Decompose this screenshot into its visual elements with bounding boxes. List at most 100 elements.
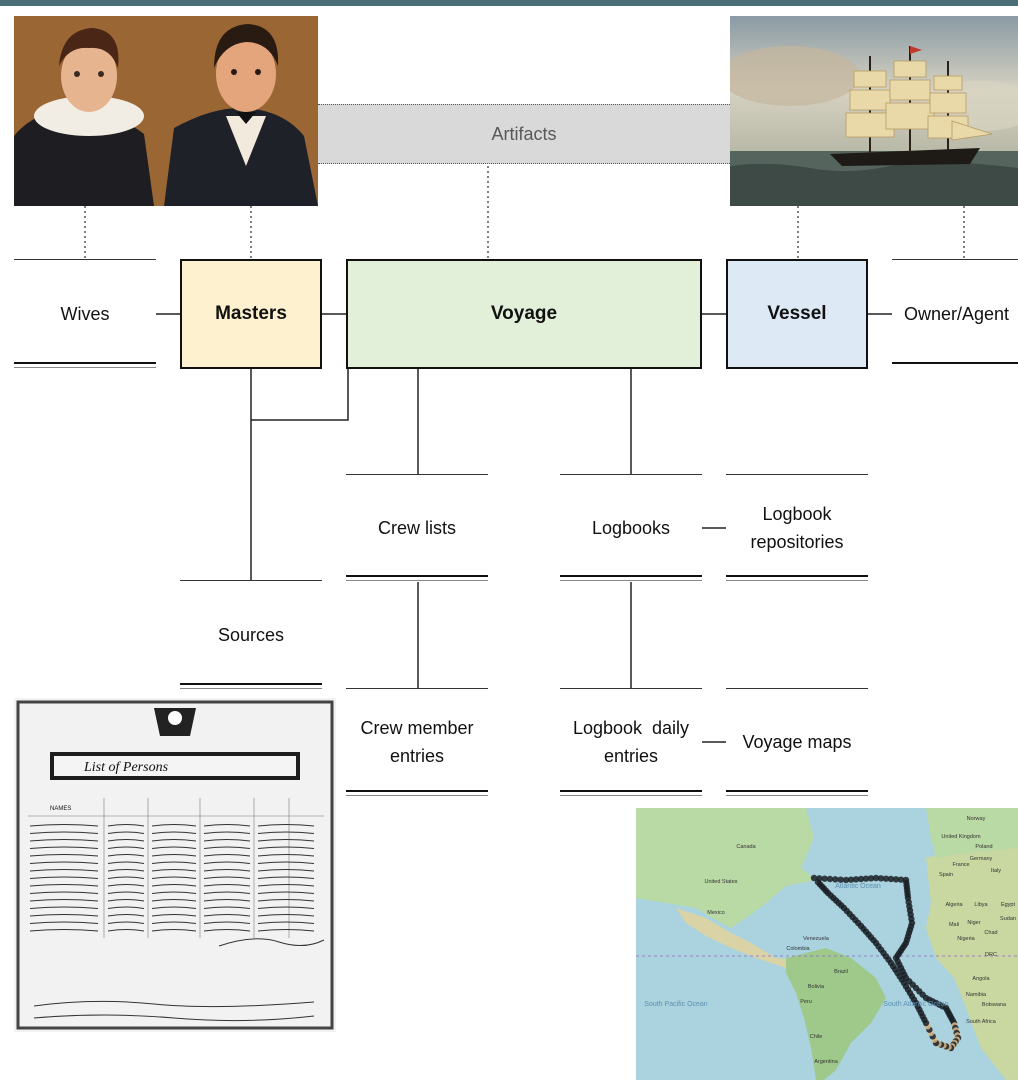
- handwriting-stroke: [151, 854, 197, 857]
- handwriting-stroke: [107, 831, 145, 834]
- map-place-label: Atlantic Ocean: [835, 883, 881, 890]
- crew-list-header: NAMES: [50, 806, 71, 812]
- masters-label: Masters: [215, 303, 287, 324]
- track-point: [857, 875, 865, 883]
- sources-node: Sources: [180, 580, 322, 689]
- map-place-label: Norway: [967, 816, 986, 822]
- voyage-maps-node: Voyage maps: [726, 688, 868, 796]
- track-point: [810, 874, 818, 882]
- map-place-label: Egypt: [1001, 902, 1016, 908]
- vessel-entity-box: Vessel: [726, 259, 868, 369]
- track-point: [821, 875, 828, 882]
- voyage-entity-box: Voyage: [346, 259, 702, 369]
- map-place-label: Canada: [736, 844, 756, 850]
- map-place-label: Sudan: [1000, 916, 1016, 922]
- handwriting-stroke: [257, 929, 315, 932]
- handwriting-stroke: [203, 824, 251, 827]
- owner-agent-node: Owner/Agent: [892, 259, 1018, 367]
- vessel-label: Vessel: [767, 303, 827, 324]
- handwriting-stroke: [29, 899, 99, 902]
- handwriting-stroke: [257, 831, 315, 834]
- track-point: [887, 875, 895, 883]
- handwriting-stroke: [107, 869, 145, 872]
- track-point: [897, 876, 905, 883]
- handwriting-stroke: [257, 846, 315, 849]
- portrait-painting: [14, 16, 318, 206]
- track-point: [826, 875, 834, 883]
- handwriting-stroke: [151, 929, 197, 932]
- map-place-label: Brazil: [834, 969, 848, 975]
- artifacts-band: Artifacts: [318, 104, 730, 164]
- handwriting-stroke: [107, 861, 145, 864]
- map-place-label: Namibia: [966, 992, 987, 998]
- ship-illustration: [730, 16, 1018, 206]
- map-place-label: Spain: [939, 872, 953, 878]
- handwriting-stroke: [151, 846, 197, 849]
- handwriting-stroke: [151, 899, 197, 902]
- logbook-daily-entries-node: Logbook daily entries: [560, 688, 702, 796]
- map-place-label: Italy: [991, 868, 1001, 874]
- logbook-repositories-node: Logbook repositories: [726, 474, 868, 581]
- map-place-label: Bolivia: [808, 984, 825, 990]
- handwriting-stroke: [203, 831, 251, 834]
- handwriting-stroke: [29, 906, 99, 909]
- ship-painting: [730, 16, 1018, 206]
- masters-entity-box: Masters: [180, 259, 322, 369]
- map-place-label: Poland: [975, 844, 992, 850]
- map-place-label: United Kingdom: [941, 834, 981, 840]
- handwriting-stroke: [29, 914, 99, 917]
- handwriting-stroke: [107, 929, 145, 932]
- track-point: [842, 876, 850, 884]
- handwriting-stroke: [257, 921, 315, 924]
- handwriting-stroke: [257, 876, 315, 879]
- crew-member-entries-label: Crew member entries: [360, 718, 474, 766]
- handwriting-stroke: [203, 899, 251, 902]
- handwriting-stroke: [257, 906, 315, 909]
- handwriting-stroke: [203, 914, 251, 917]
- handwriting-stroke: [29, 831, 99, 834]
- handwriting-stroke: [29, 891, 99, 894]
- handwriting-stroke: [29, 884, 99, 887]
- voyage-label: Voyage: [490, 303, 558, 324]
- logbooks-node: Logbooks: [560, 474, 702, 581]
- top-rule: [0, 0, 1018, 6]
- map-place-label: South Atlantic Ocean: [883, 1001, 948, 1008]
- handwriting-stroke: [107, 846, 145, 849]
- map-place-label: Libya: [974, 902, 988, 908]
- handwriting-stroke: [151, 906, 197, 909]
- crew-list-document: List of Persons NAMES: [14, 698, 336, 1032]
- handwriting-stroke: [29, 824, 99, 827]
- handwriting-stroke: [203, 854, 251, 857]
- handwriting-stroke: [107, 839, 145, 842]
- crew-list-title: List of Persons: [83, 760, 169, 775]
- handwriting-stroke: [257, 861, 315, 864]
- track-point: [877, 875, 885, 882]
- handwriting-stroke: [107, 899, 145, 902]
- handwriting-stroke: [203, 869, 251, 872]
- handwriting-stroke: [107, 824, 145, 827]
- track-point: [892, 876, 900, 883]
- handwriting-stroke: [257, 839, 315, 842]
- handwriting-stroke: [203, 891, 251, 894]
- handwriting-stroke: [151, 884, 197, 887]
- handwriting-stroke: [257, 914, 315, 917]
- handwriting-stroke: [203, 884, 251, 887]
- logbook-repositories-label: Logbook repositories: [750, 503, 844, 552]
- map-place-label: Germany: [970, 856, 993, 862]
- crew-lists-node: Crew lists: [346, 474, 488, 581]
- handwriting-stroke: [29, 921, 99, 924]
- crew-member-entries-node: Crew member entries: [346, 688, 488, 796]
- handwriting-stroke: [151, 921, 197, 924]
- handwriting-stroke: [151, 914, 197, 917]
- handwriting-stroke: [107, 884, 145, 887]
- wives-node: Wives: [14, 259, 156, 368]
- track-point: [837, 876, 844, 883]
- handwriting-stroke: [107, 906, 145, 909]
- map-place-label: Niger: [967, 920, 980, 926]
- crew-lists-label: Crew lists: [377, 517, 456, 538]
- handwriting-stroke: [203, 861, 251, 864]
- handwriting-stroke: [151, 861, 197, 864]
